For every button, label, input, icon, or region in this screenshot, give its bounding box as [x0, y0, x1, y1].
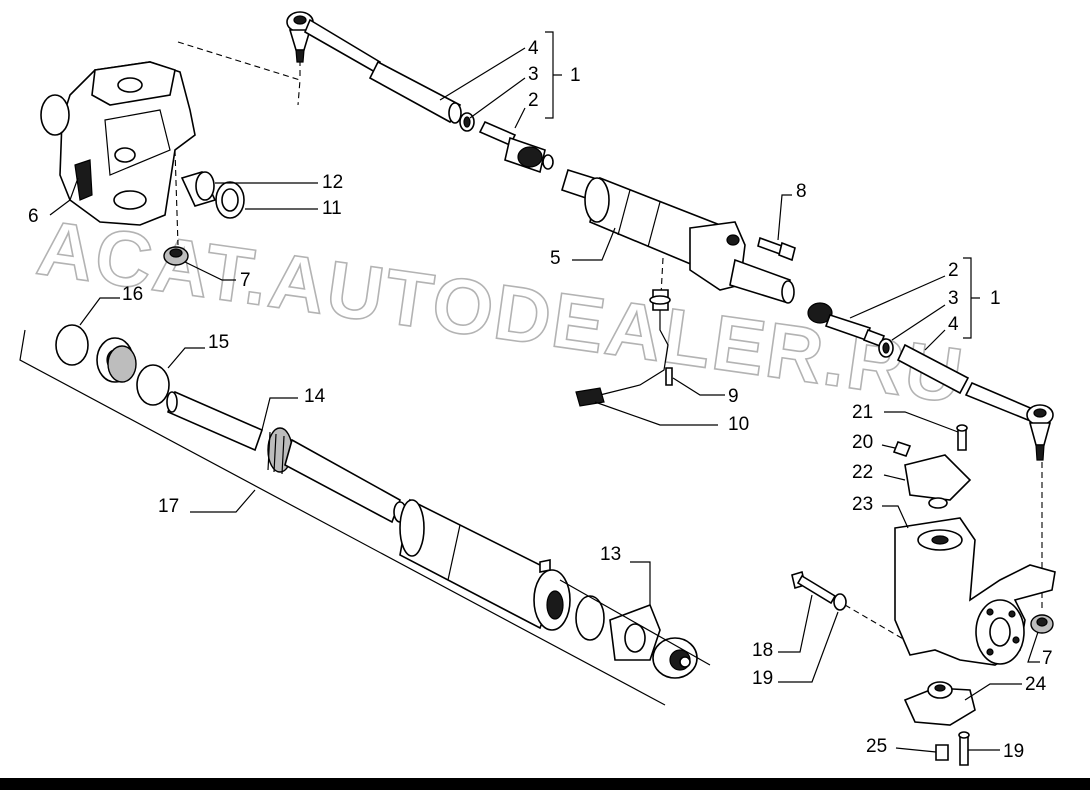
bolt-18 — [791, 570, 837, 605]
inner-ball-joint-2-upper — [478, 120, 554, 174]
inner-ball-joint-2-lower — [807, 302, 886, 348]
label-6: 6 — [28, 206, 39, 227]
label-3-upper: 3 — [528, 64, 539, 85]
cover-plate-22 — [904, 454, 972, 509]
snap-ring-16 — [55, 324, 89, 366]
label-4-upper: 4 — [528, 38, 539, 59]
label-21: 21 — [852, 402, 873, 423]
label-3-lower: 3 — [948, 288, 959, 309]
label-12: 12 — [322, 172, 343, 193]
left-steering-knuckle — [40, 61, 196, 226]
grease-fitting-20 — [892, 441, 912, 457]
label-1-upper: 1 — [570, 65, 581, 86]
dashed-link-bolt18 — [844, 604, 906, 641]
tie-rod-end-left — [286, 11, 382, 74]
flange-13 — [609, 603, 661, 661]
o-ring-rod-end — [575, 595, 605, 641]
label-16: 16 — [122, 284, 143, 305]
washer-19 — [833, 593, 847, 611]
leader-lines — [49, 31, 1040, 753]
bottom-border-bar — [0, 778, 1090, 790]
label-11: 11 — [322, 198, 342, 219]
label-9: 9 — [728, 386, 739, 407]
clamp-3-upper — [459, 112, 475, 132]
label-1-lower: 1 — [990, 288, 1001, 309]
bolt-19-lower — [958, 731, 970, 766]
bolt-8 — [757, 236, 796, 262]
seal-11 — [215, 181, 245, 219]
nut-7-right — [1030, 614, 1054, 634]
label-18: 18 — [752, 640, 773, 661]
tie-rod-tube-upper — [368, 60, 462, 124]
label-22: 22 — [852, 462, 873, 483]
label-2-lower: 2 — [948, 260, 959, 281]
gland-nut — [652, 637, 698, 679]
label-13: 13 — [600, 544, 621, 565]
lower-cap-24 — [903, 681, 976, 726]
fitting-25 — [935, 744, 949, 761]
dashed-link-left-down — [174, 149, 179, 246]
label-15: 15 — [208, 332, 229, 353]
label-7-right: 7 — [1042, 648, 1053, 669]
label-4-lower: 4 — [948, 314, 959, 335]
group-boundary-lines — [19, 329, 711, 706]
sensor-assembly — [575, 289, 673, 407]
piston-seal-pack — [96, 337, 137, 383]
label-17: 17 — [158, 496, 179, 517]
label-23: 23 — [852, 494, 873, 515]
label-24: 24 — [1025, 674, 1047, 695]
label-14: 14 — [304, 386, 326, 407]
callout-labels: 4 3 1 2 2 3 1 4 5 6 7 8 9 10 11 12 13 14… — [28, 38, 1053, 762]
label-19-mid: 19 — [752, 668, 773, 689]
label-5: 5 — [550, 248, 561, 269]
label-10: 10 — [728, 414, 749, 435]
right-steering-knuckle — [894, 517, 1056, 666]
steering-cylinder-assembly — [561, 168, 795, 304]
bolt-21 — [956, 424, 968, 451]
dashed-link-left-top — [177, 41, 301, 106]
dashed-link-sensor — [660, 257, 664, 296]
piston-rod-14 — [166, 390, 407, 524]
label-25: 25 — [866, 736, 887, 757]
clamp-3-lower — [878, 338, 894, 358]
cylinder-tube-17 — [399, 498, 571, 631]
nut-7-left — [163, 246, 189, 266]
bushing-12 — [180, 171, 217, 207]
label-19-lower: 19 — [1003, 741, 1024, 762]
tie-rod-end-right — [1026, 404, 1054, 461]
label-7-left: 7 — [240, 270, 251, 291]
o-ring-15 — [136, 364, 170, 406]
label-8: 8 — [796, 181, 807, 202]
label-2-upper: 2 — [528, 90, 539, 111]
label-20: 20 — [852, 432, 873, 453]
